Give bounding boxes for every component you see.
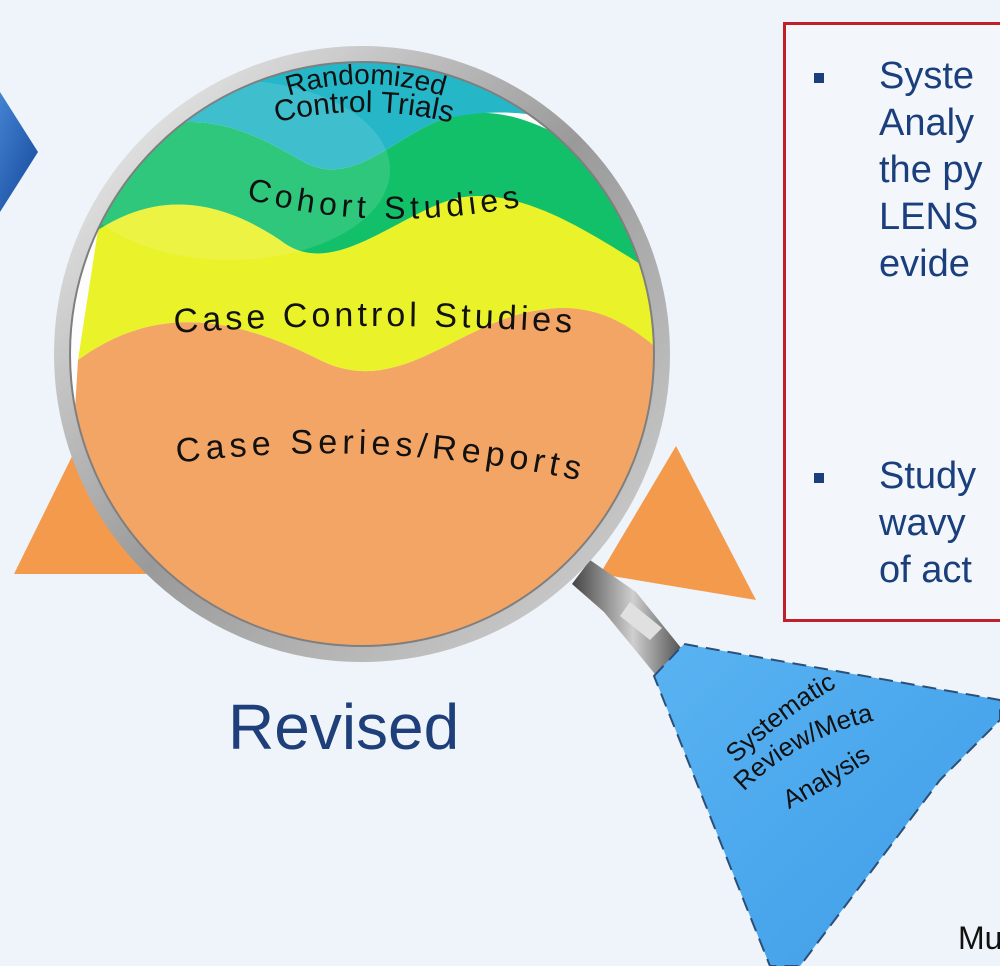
- info-box: Syste Analy the py LENS evide Study wavy…: [783, 22, 1000, 622]
- bullet-2-line2: wavy: [879, 502, 966, 544]
- layer-case-series: [70, 307, 654, 646]
- bullet-2-line1: Study: [879, 455, 977, 497]
- bullet-1-line1: Syste: [879, 55, 975, 97]
- bullet-marker: [814, 73, 824, 83]
- layer-rct: [150, 62, 560, 170]
- left-arrow-shape: [0, 92, 38, 212]
- bullet-1-line4: LENS: [879, 196, 979, 238]
- pyramid-base-left: [14, 432, 148, 574]
- magnifier-handle: [572, 560, 694, 690]
- label-case-control: Case Control Studies: [172, 296, 577, 341]
- caption-revised: Revised: [228, 691, 460, 763]
- layer-cohort: [98, 112, 654, 280]
- footer-fragment: Mu: [958, 920, 1000, 956]
- layer-case-control: [78, 195, 654, 372]
- magnifier-rim: [54, 46, 670, 662]
- lens-content: [70, 62, 654, 646]
- bullet-1-line5: evide: [879, 243, 970, 285]
- bullet-2-line3: of act: [879, 549, 972, 591]
- pyramid-base-right: [600, 446, 756, 600]
- bullet-1-line2: Analy: [879, 102, 975, 144]
- lens-beam: [652, 642, 1000, 966]
- bullet-marker: [814, 473, 824, 483]
- bullet-1-line3: the py: [879, 149, 983, 191]
